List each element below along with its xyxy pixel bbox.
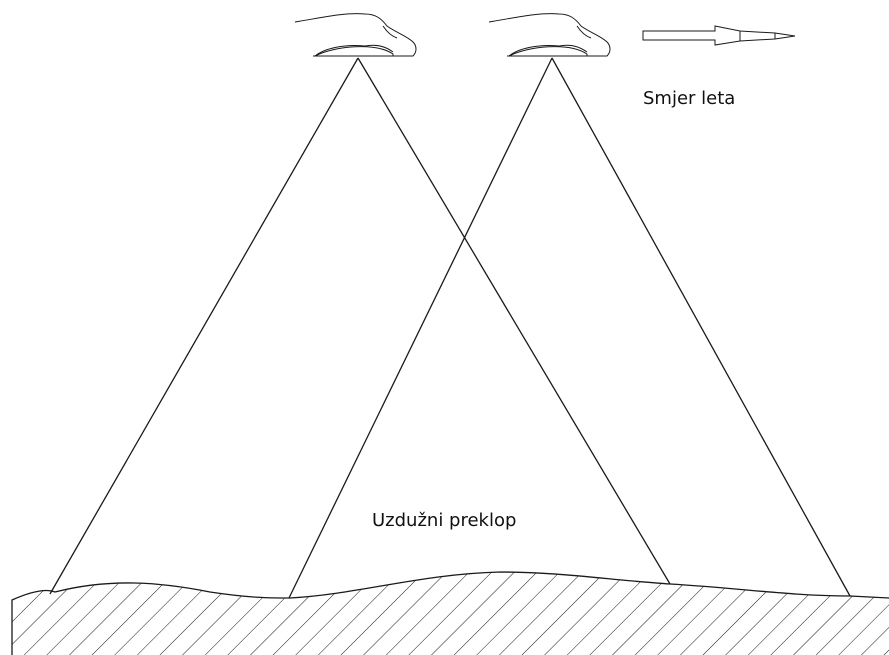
aircraft-icon — [294, 13, 417, 57]
flight-direction-label: Smjer leta — [643, 88, 735, 109]
terrain-surface — [11, 571, 889, 655]
overlap-label: Uzdužni preklop — [372, 510, 516, 531]
camera-footprint-1 — [49, 57, 671, 595]
aircraft-icon — [488, 13, 611, 57]
terrain — [11, 571, 889, 655]
arrow-right-icon — [642, 25, 796, 46]
camera-footprint-2 — [288, 57, 851, 599]
